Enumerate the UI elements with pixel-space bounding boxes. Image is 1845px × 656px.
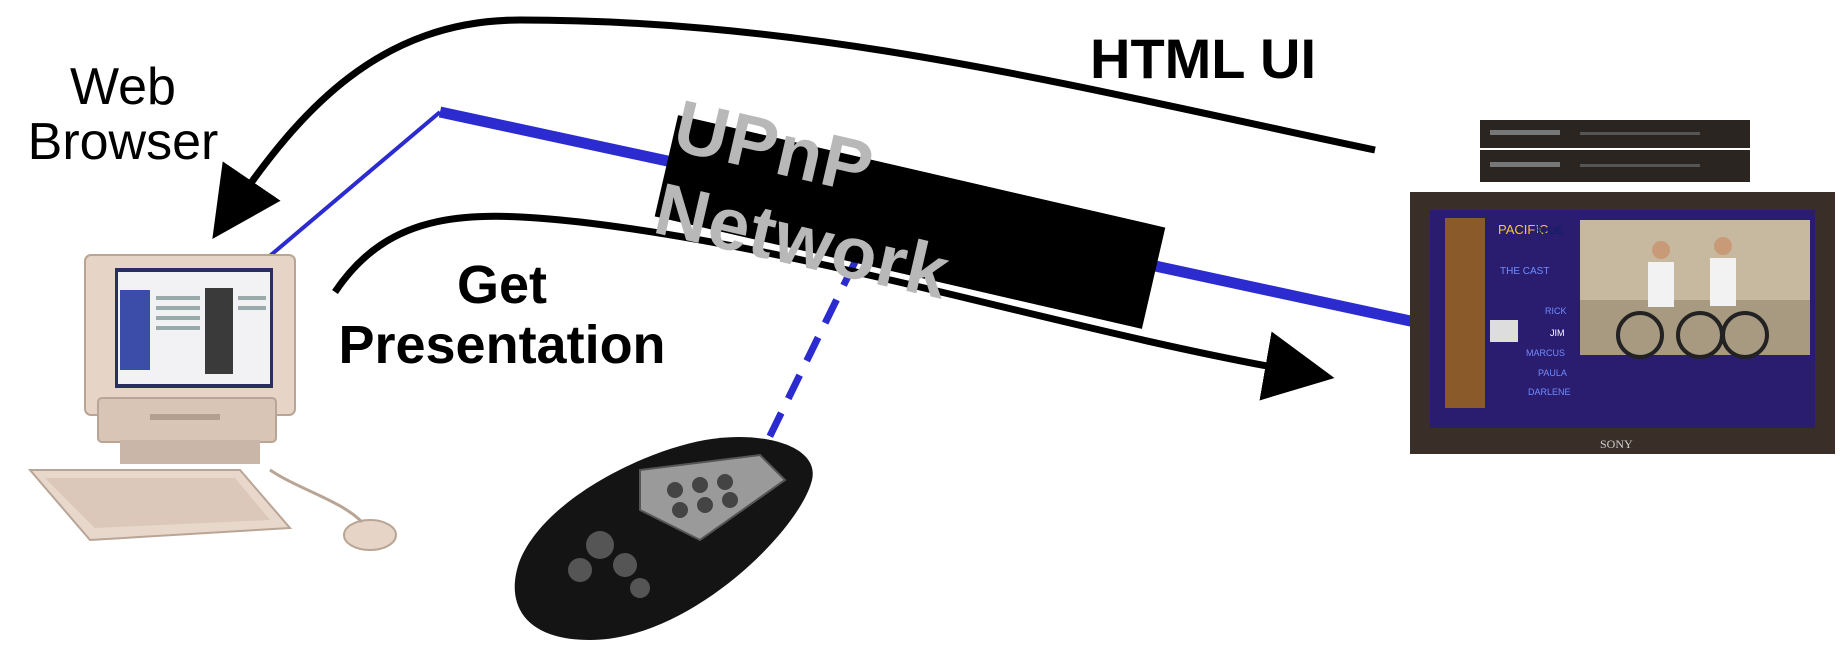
- television-icon: [1410, 120, 1835, 454]
- web-browser-label-line1: Web: [70, 58, 176, 116]
- remote-control-icon: [514, 436, 813, 640]
- tv-menu-item: DARLENE: [1528, 387, 1571, 397]
- tv-menu-item: MARCUS: [1526, 348, 1565, 358]
- get-presentation-label: Get Presentation: [322, 255, 682, 376]
- web-browser-label: Web Browser: [18, 60, 228, 169]
- tv-screen-title: PACIFIC: [1498, 222, 1548, 237]
- network-link-remote: [764, 260, 859, 442]
- network-link-computer: [263, 110, 442, 262]
- tv-menu-item: JIM: [1550, 328, 1565, 338]
- tv-brand: SONY: [1600, 437, 1633, 451]
- html-ui-arrow: [212, 16, 1376, 239]
- get-presentation-arrow: [332, 212, 1335, 401]
- web-browser-label-line2: Browser: [27, 112, 219, 171]
- html-ui-label: HTML UI: [1090, 27, 1317, 90]
- get-presentation-label-line2: Presentation: [338, 315, 666, 376]
- tv-menu-item: PAULA: [1538, 368, 1567, 378]
- tv-menu-item: THE CAST: [1500, 266, 1549, 277]
- get-presentation-label-line1: Get: [456, 255, 548, 315]
- computer-icon: [27, 254, 397, 551]
- tv-menu-item: RICK: [1545, 306, 1567, 316]
- tv-screen-badge: BLUE: [1535, 225, 1564, 237]
